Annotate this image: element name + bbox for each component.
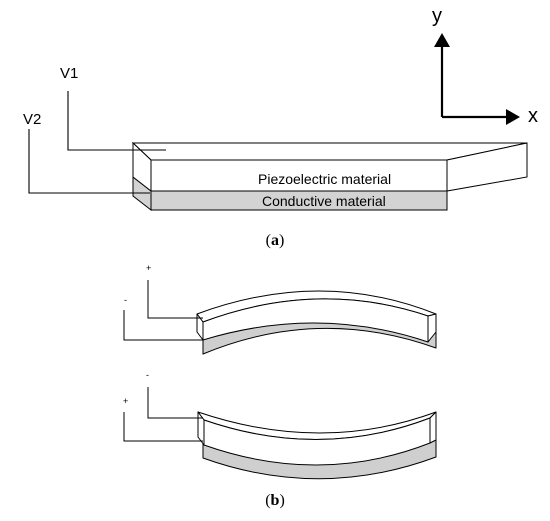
terminal-v2-label: V2 — [23, 111, 41, 128]
caption-b-open: ( — [265, 492, 270, 509]
upper-beam-wires — [123, 280, 203, 341]
piezoelectric-material-label: Piezoelectric material — [258, 171, 391, 187]
upward-bent-beam — [196, 290, 437, 355]
electrode-wires — [28, 91, 166, 194]
conductive-material-label: Conductive material — [262, 193, 386, 209]
upward-beam-right-face — [427, 313, 437, 343]
piezoelectric-layer — [131, 141, 528, 193]
caption-b-letter: b — [271, 492, 280, 509]
piezoelectric-layer-end — [446, 142, 528, 192]
lower-beam-wires — [123, 387, 203, 442]
caption-a-open: ( — [266, 232, 271, 249]
terminal-v1-label: V1 — [60, 65, 78, 82]
lower-beam-wire-top — [147, 387, 203, 419]
upper-beam-terminal-bottom-label: - — [124, 295, 127, 305]
y-axis-arrowhead — [434, 33, 450, 47]
lower-beam-terminal-top-label: - — [146, 370, 149, 380]
caption-a-close: ) — [279, 232, 284, 249]
piezoelectric-layer-side — [132, 141, 152, 193]
downward-beam-right-face — [429, 411, 437, 444]
upper-beam-wire-top — [147, 280, 203, 319]
caption-b-close: ) — [279, 492, 284, 509]
lower-beam-terminal-bottom-label: + — [123, 396, 128, 406]
panel-a: y x Piezoelectric material Conductive ma… — [23, 5, 538, 249]
upper-beam-wire-bottom — [123, 310, 203, 341]
lower-beam-wire-bottom — [123, 412, 203, 442]
axes-icon — [434, 33, 520, 125]
caption-b: (b) — [265, 492, 285, 509]
caption-a-letter: a — [271, 232, 279, 249]
downward-bent-beam — [197, 411, 437, 480]
conductive-layer — [132, 175, 448, 212]
upper-beam-terminal-top-label: + — [146, 263, 151, 273]
downward-beam-end-face — [197, 411, 205, 446]
panel-b: + - - + (b) — [123, 263, 437, 509]
wire-v2 — [28, 129, 150, 194]
x-axis-label: x — [528, 105, 538, 127]
y-axis-label: y — [432, 5, 442, 27]
x-axis-arrowhead — [506, 109, 520, 125]
caption-a: (a) — [266, 232, 285, 249]
wire-v1 — [67, 91, 166, 151]
